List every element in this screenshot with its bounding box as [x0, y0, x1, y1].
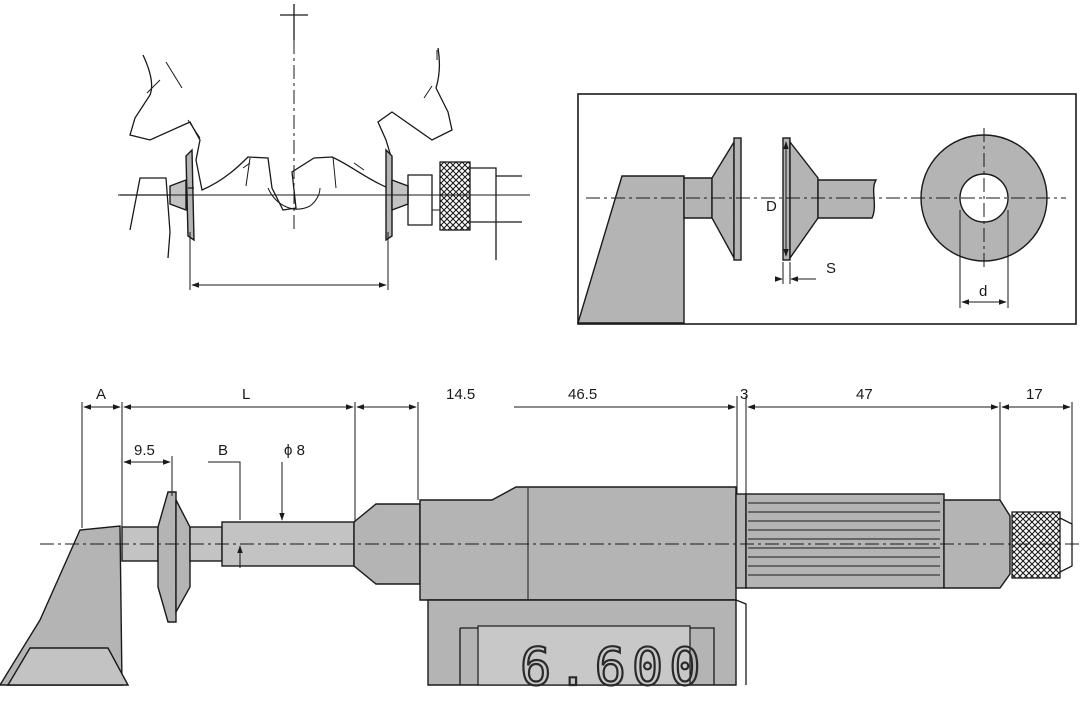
label-l: L — [242, 386, 250, 403]
label-14-5: 14.5 — [446, 386, 475, 403]
gear-measurement-view — [118, 4, 530, 290]
micrometer-side-view: 6.600 — [0, 396, 1080, 699]
label-17: 17 — [1026, 386, 1043, 403]
dimension-labels: A L 14.5 46.5 3 47 17 9.5 B ϕ 8 D S d — [96, 198, 1043, 459]
anvil-detail-view — [577, 93, 1077, 325]
label-47: 47 — [856, 386, 873, 403]
label-46-5: 46.5 — [568, 386, 597, 403]
label-3: 3 — [740, 386, 748, 403]
lcd-reading: 6.600 — [520, 638, 707, 698]
label-a: A — [96, 386, 106, 403]
label-d-upper: D — [766, 198, 777, 215]
thimble-graduations — [748, 502, 940, 576]
label-phi-8: ϕ 8 — [284, 442, 305, 459]
label-s: S — [826, 260, 836, 277]
label-b: B — [218, 442, 228, 459]
label-d-lower: d — [979, 283, 987, 300]
label-9-5: 9.5 — [134, 442, 155, 459]
